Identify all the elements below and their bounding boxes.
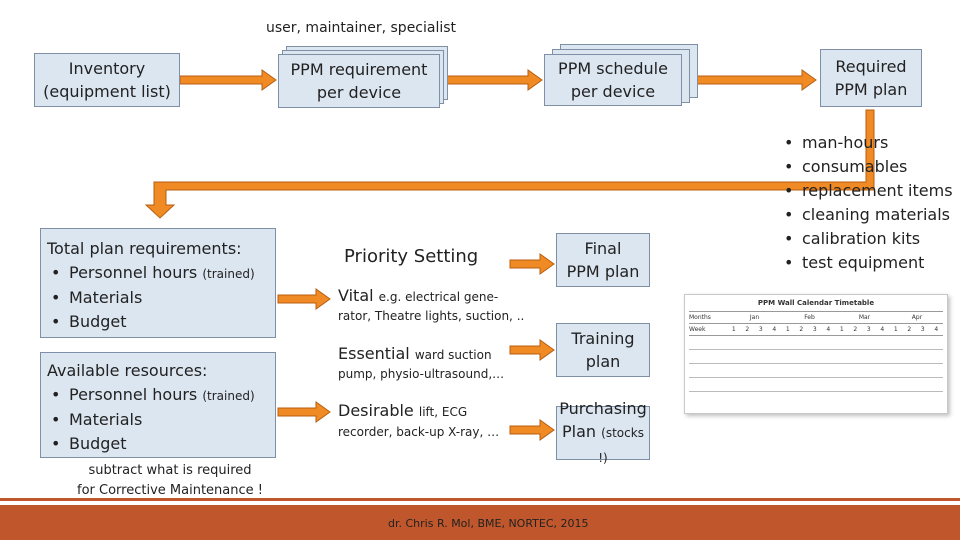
calendar-week: 4: [772, 326, 777, 333]
final-plan-box: Final PPM plan: [556, 233, 650, 287]
arrow-inventory-to-requirement: [179, 69, 277, 91]
essential-line: Essential ward suction: [338, 344, 492, 363]
essential-label: Essential: [338, 344, 410, 363]
vital-label: Vital: [338, 286, 374, 305]
calendar-month: Jan: [749, 314, 760, 321]
required-plan-box: Required PPM plan: [820, 49, 922, 107]
ppm-requirement-label: PPM requirement per device: [290, 60, 428, 102]
desirable-detail-2: recorder, back-up X-ray, …: [338, 425, 500, 439]
calendar-week: 2: [907, 326, 912, 333]
footer-line: [0, 498, 960, 501]
required-items-list: man-hours consumables replacement items …: [782, 131, 953, 275]
calendar-week: 3: [758, 326, 763, 333]
available-item: Personnel hours (trained): [47, 383, 269, 408]
required-item: calibration kits: [782, 227, 953, 251]
total-plan-box: Total plan requirements: Personnel hours…: [40, 228, 276, 338]
calendar-week: 4: [934, 326, 939, 333]
purchasing-label: Purchasing: [559, 398, 647, 418]
arrow-essential-to-training: [509, 339, 555, 361]
purchasing-line2: Plan (stocks !): [562, 421, 644, 465]
available-item: Budget: [47, 432, 269, 456]
vital-detail: e.g. electrical gene-: [378, 290, 499, 304]
calendar-week: 3: [812, 326, 817, 333]
ppm-schedule-box: PPM schedule per device: [544, 54, 682, 106]
calendar-week: 3: [866, 326, 871, 333]
calendar-week: 4: [880, 326, 885, 333]
total-plan-item: Budget: [47, 310, 269, 334]
arrow-requirement-to-schedule: [439, 69, 543, 91]
footer-bar: [0, 505, 960, 540]
stakeholders-label: user, maintainer, specialist: [266, 20, 457, 36]
calendar-week-label: Week: [689, 326, 706, 333]
inventory-box: Inventory (equipment list): [34, 53, 180, 107]
desirable-line: Desirable lift, ECG: [338, 401, 467, 420]
calendar-months-label: Months: [689, 314, 711, 321]
total-plan-item: Materials: [47, 286, 269, 310]
training-plan-box: Training plan: [556, 323, 650, 377]
available-item: Materials: [47, 408, 269, 432]
arrow-desirable-to-purchasing: [509, 419, 555, 441]
calendar-thumbnail: PPM Wall Calendar Timetable Months Jan F…: [684, 294, 948, 414]
arrow-schedule-to-required: [685, 69, 817, 91]
ppm-requirement-box: PPM requirement per device: [278, 54, 440, 108]
calendar-grid: [689, 336, 943, 394]
calendar-months-row: Months Jan Feb Mar Apr: [689, 311, 943, 324]
calendar-week: 1: [893, 326, 898, 333]
required-item: test equipment: [782, 251, 953, 275]
vital-detail-2: rator, Theatre lights, suction, ..: [338, 309, 525, 323]
total-plan-item: Personnel hours (trained): [47, 261, 269, 286]
purchasing-plan-box: Purchasing Plan (stocks !): [556, 399, 650, 465]
arrow-total-to-priority: [277, 288, 331, 310]
arrow-available-to-desirable: [277, 401, 331, 423]
calendar-week: 2: [799, 326, 804, 333]
essential-detail: ward suction: [414, 348, 492, 362]
vital-line: Vital e.g. electrical gene-: [338, 286, 498, 305]
calendar-week: 1: [731, 326, 736, 333]
calendar-week: 3: [920, 326, 925, 333]
desirable-detail: lift, ECG: [418, 405, 468, 419]
arrow-return-to-total: [144, 109, 875, 219]
calendar-week: 4: [826, 326, 831, 333]
required-item: man-hours: [782, 131, 953, 155]
calendar-title: PPM Wall Calendar Timetable: [757, 299, 875, 307]
available-resources-box: Available resources: Personnel hours (tr…: [40, 352, 276, 458]
training-plan-label: Training plan: [571, 329, 635, 371]
inventory-label: Inventory (equipment list): [43, 59, 171, 101]
calendar-month: Feb: [804, 314, 815, 321]
calendar-month: Mar: [858, 314, 871, 321]
essential-detail-2: pump, physio-ultrasound,…: [338, 367, 505, 381]
available-title: Available resources:: [47, 361, 208, 380]
subtract-note: subtract what is required for Corrective…: [77, 463, 263, 498]
calendar-week: 2: [745, 326, 750, 333]
ppm-schedule-label: PPM schedule per device: [558, 59, 668, 101]
calendar-week: 1: [839, 326, 844, 333]
desirable-label: Desirable: [338, 401, 414, 420]
calendar-week: 1: [785, 326, 790, 333]
priority-title: Priority Setting: [344, 246, 479, 267]
footer-credit: dr. Chris R. Mol, BME, NORTEC, 2015: [388, 517, 589, 530]
final-plan-label: Final PPM plan: [566, 239, 640, 281]
total-plan-title: Total plan requirements:: [47, 239, 242, 258]
calendar-week: 2: [853, 326, 858, 333]
required-item: cleaning materials: [782, 203, 953, 227]
required-item: replacement items: [782, 179, 953, 203]
required-item: consumables: [782, 155, 953, 179]
calendar-month: Apr: [911, 314, 923, 321]
calendar-weeks-row: Week 1 2 3 4 1 2 3 4 1 2 3 4 1 2 3 4: [689, 324, 943, 336]
arrow-vital-to-final: [509, 253, 555, 275]
required-plan-label: Required PPM plan: [834, 57, 908, 99]
